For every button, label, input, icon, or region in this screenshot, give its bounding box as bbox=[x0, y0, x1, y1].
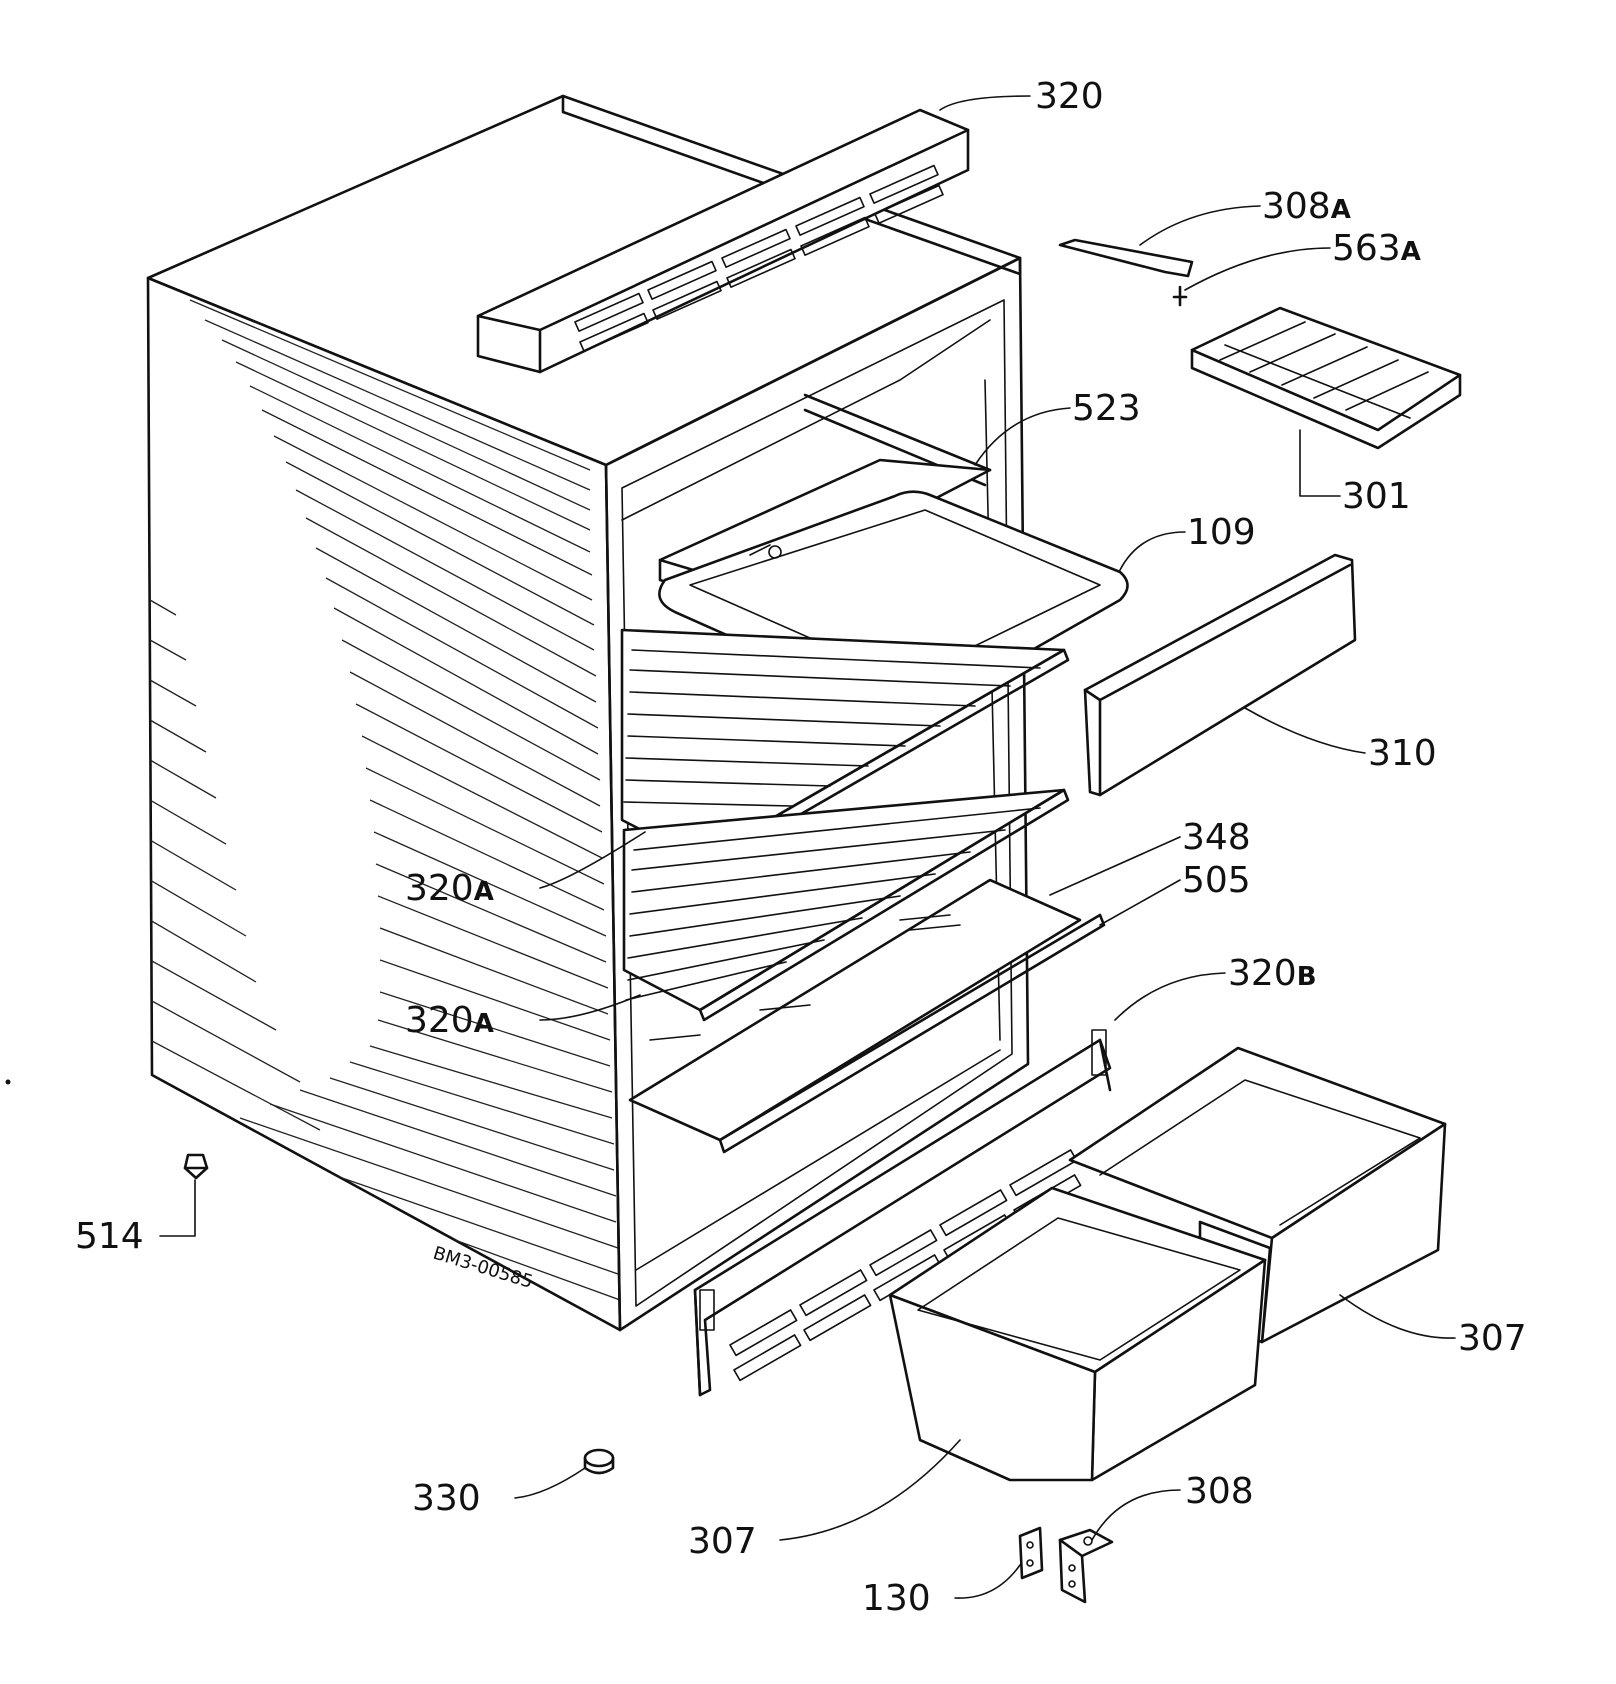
label-109: 109 bbox=[1187, 512, 1256, 553]
label-320: 320 bbox=[1035, 76, 1104, 117]
label-563a: 563A bbox=[1332, 228, 1421, 269]
top-vent-grille bbox=[476, 108, 970, 374]
dairy-compartment-door bbox=[1083, 553, 1357, 797]
adjustable-foot bbox=[183, 1153, 209, 1180]
label-505: 505 bbox=[1182, 860, 1251, 901]
part-labels: 320 308A 563A 523 301 109 310 348 505 32… bbox=[75, 76, 1527, 1619]
label-307-left: 307 bbox=[688, 1521, 757, 1562]
label-330: 330 bbox=[412, 1478, 481, 1519]
leader-lines bbox=[159, 95, 1456, 1599]
cover-cap bbox=[583, 1448, 615, 1475]
fixing-screw bbox=[1172, 285, 1188, 307]
label-348: 348 bbox=[1182, 817, 1251, 858]
ice-cube-tray bbox=[1190, 306, 1462, 450]
side-panel-shading bbox=[149, 299, 620, 1301]
kick-plate-grille bbox=[693, 1029, 1112, 1397]
label-320a-upper: 320A bbox=[405, 868, 494, 909]
crisper-drawer-left bbox=[888, 1186, 1267, 1482]
wire-shelf-lower bbox=[622, 788, 1070, 1022]
glass-crisper-cover bbox=[628, 878, 1106, 1154]
label-310: 310 bbox=[1368, 733, 1437, 774]
hinge-bracket-plate bbox=[1018, 1526, 1044, 1580]
label-320a-lower: 320A bbox=[405, 1000, 494, 1041]
label-514: 514 bbox=[75, 1216, 144, 1257]
label-307-right: 307 bbox=[1458, 1318, 1527, 1359]
ice-tray-bracket bbox=[1058, 238, 1194, 278]
label-320b: 320B bbox=[1228, 953, 1317, 994]
hinge-bracket-angle bbox=[1058, 1528, 1114, 1604]
label-308: 308 bbox=[1185, 1471, 1254, 1512]
label-301: 301 bbox=[1342, 476, 1411, 517]
label-523: 523 bbox=[1072, 388, 1141, 429]
label-130: 130 bbox=[862, 1578, 931, 1619]
stray-dot bbox=[5, 1079, 11, 1085]
label-308a: 308A bbox=[1262, 186, 1351, 227]
